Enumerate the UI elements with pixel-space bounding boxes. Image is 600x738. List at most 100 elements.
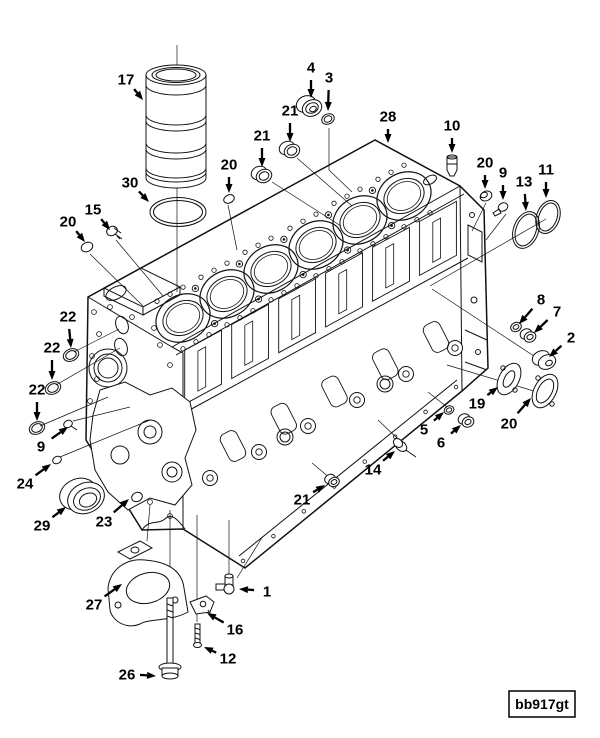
callout-label: 20 — [477, 155, 494, 172]
cylinder-liner-part — [145, 64, 207, 189]
callout-label: 6 — [437, 435, 445, 452]
bearing-cap-27 — [107, 540, 189, 627]
bolt-14 — [392, 438, 417, 458]
cylinder-bore-2 — [199, 269, 255, 319]
callout-label: 24 — [17, 476, 34, 493]
callout-label: 4 — [307, 60, 316, 77]
pipe-plug-10 — [446, 154, 458, 177]
callout-23-21: 23 — [96, 499, 129, 531]
oring-23 — [131, 491, 143, 503]
callout-label: 5 — [420, 422, 428, 439]
callout-label: 8 — [537, 292, 545, 309]
callout-20-4: 20 — [221, 157, 238, 193]
callout-22-16: 22 — [44, 340, 61, 380]
washer-5 — [443, 405, 455, 415]
callout-9-12: 9 — [499, 165, 507, 200]
deck-bolt-holes — [154, 162, 433, 352]
oring-20-left — [80, 241, 94, 253]
callout-label: 9 — [499, 165, 507, 182]
callout-label: 26 — [119, 667, 136, 684]
callout-27-22: 27 — [86, 584, 122, 614]
stud-12 — [193, 623, 202, 648]
figure-code-label: bb917gt — [515, 696, 569, 712]
callout-label: 10 — [444, 118, 461, 135]
oring-24 — [52, 455, 62, 465]
callout-label: 22 — [29, 382, 46, 399]
callout-label: 19 — [469, 396, 486, 413]
front-face-details — [87, 304, 197, 531]
cup-plug-29 — [59, 477, 105, 515]
gasket-19 — [496, 362, 522, 396]
callout-label: 21 — [282, 103, 299, 120]
oring-11 — [535, 200, 561, 234]
oring-3 — [321, 113, 335, 125]
cylinder-bores — [155, 171, 432, 343]
cylinder-bore-1 — [155, 293, 211, 343]
callout-label: 22 — [60, 309, 77, 326]
oring-13 — [512, 211, 540, 249]
elbow-fitting-1 — [215, 573, 235, 595]
callout-21-6: 21 — [282, 103, 299, 142]
cam-follower-openings — [219, 321, 450, 462]
callout-12-26: 12 — [204, 647, 236, 668]
callout-label: 27 — [86, 597, 103, 614]
callout-label: 21 — [254, 128, 271, 145]
callout-28-9: 28 — [380, 109, 396, 143]
callout-16-25: 16 — [207, 613, 243, 639]
leader-lines — [39, 128, 547, 479]
callout-20-3: 20 — [60, 214, 85, 242]
callout-label: 7 — [553, 304, 561, 321]
callout-8-31: 8 — [519, 292, 545, 324]
plug-7 — [519, 328, 537, 343]
callout-label: 13 — [516, 174, 533, 191]
callout-label: 3 — [325, 70, 333, 87]
callout-21-27: 21 — [294, 485, 325, 509]
callout-label: 1 — [263, 584, 271, 601]
callout-label: 15 — [85, 202, 102, 219]
callout-4-7: 4 — [307, 60, 316, 98]
callout-label: 20 — [221, 157, 238, 174]
cup-plug-21b — [278, 140, 301, 159]
callout-6-30: 6 — [437, 425, 461, 452]
callout-2-33: 2 — [549, 330, 575, 357]
callout-label: 20 — [501, 416, 518, 433]
callout-label: 21 — [294, 492, 311, 509]
oring-22a — [62, 348, 80, 362]
callout-14-28: 14 — [365, 451, 395, 479]
callout-17-0: 17 — [118, 72, 143, 100]
figure-code: bb917gt — [508, 690, 576, 718]
cup-plug-21c — [324, 473, 340, 488]
callout-label: 17 — [118, 72, 135, 89]
cylinder-bore-4 — [288, 220, 344, 270]
cover-plate-20 — [531, 373, 559, 409]
oring-20-mid — [223, 194, 235, 204]
washer-8 — [510, 321, 522, 333]
callout-label: 23 — [96, 514, 113, 531]
callout-20-11: 20 — [477, 155, 494, 189]
callout-19-34: 19 — [469, 387, 498, 413]
callout-15-2: 15 — [85, 202, 110, 230]
cylinder-bore-6 — [376, 171, 432, 221]
callout-label: 29 — [34, 518, 51, 535]
liner-oring-part — [149, 197, 207, 227]
callout-26-23: 26 — [119, 667, 156, 684]
callout-label: 22 — [44, 340, 61, 357]
callout-30-1: 30 — [122, 175, 149, 202]
callout-1-24: 1 — [239, 584, 271, 601]
callout-24-19: 24 — [17, 464, 51, 493]
callout-label: 11 — [538, 162, 554, 179]
cylinder-bore-5 — [332, 195, 388, 245]
plug-6 — [457, 413, 475, 428]
expansion-plug-4 — [295, 95, 323, 117]
water-jacket-ribs — [184, 200, 457, 405]
rear-face-details — [464, 212, 488, 371]
callout-label: 30 — [122, 175, 139, 192]
callout-29-20: 29 — [34, 507, 66, 535]
oring-22b — [44, 381, 62, 395]
callout-10-10: 10 — [444, 118, 461, 153]
callout-label: 14 — [365, 462, 382, 479]
clamp-16 — [189, 595, 215, 618]
callout-13-13: 13 — [516, 174, 533, 211]
